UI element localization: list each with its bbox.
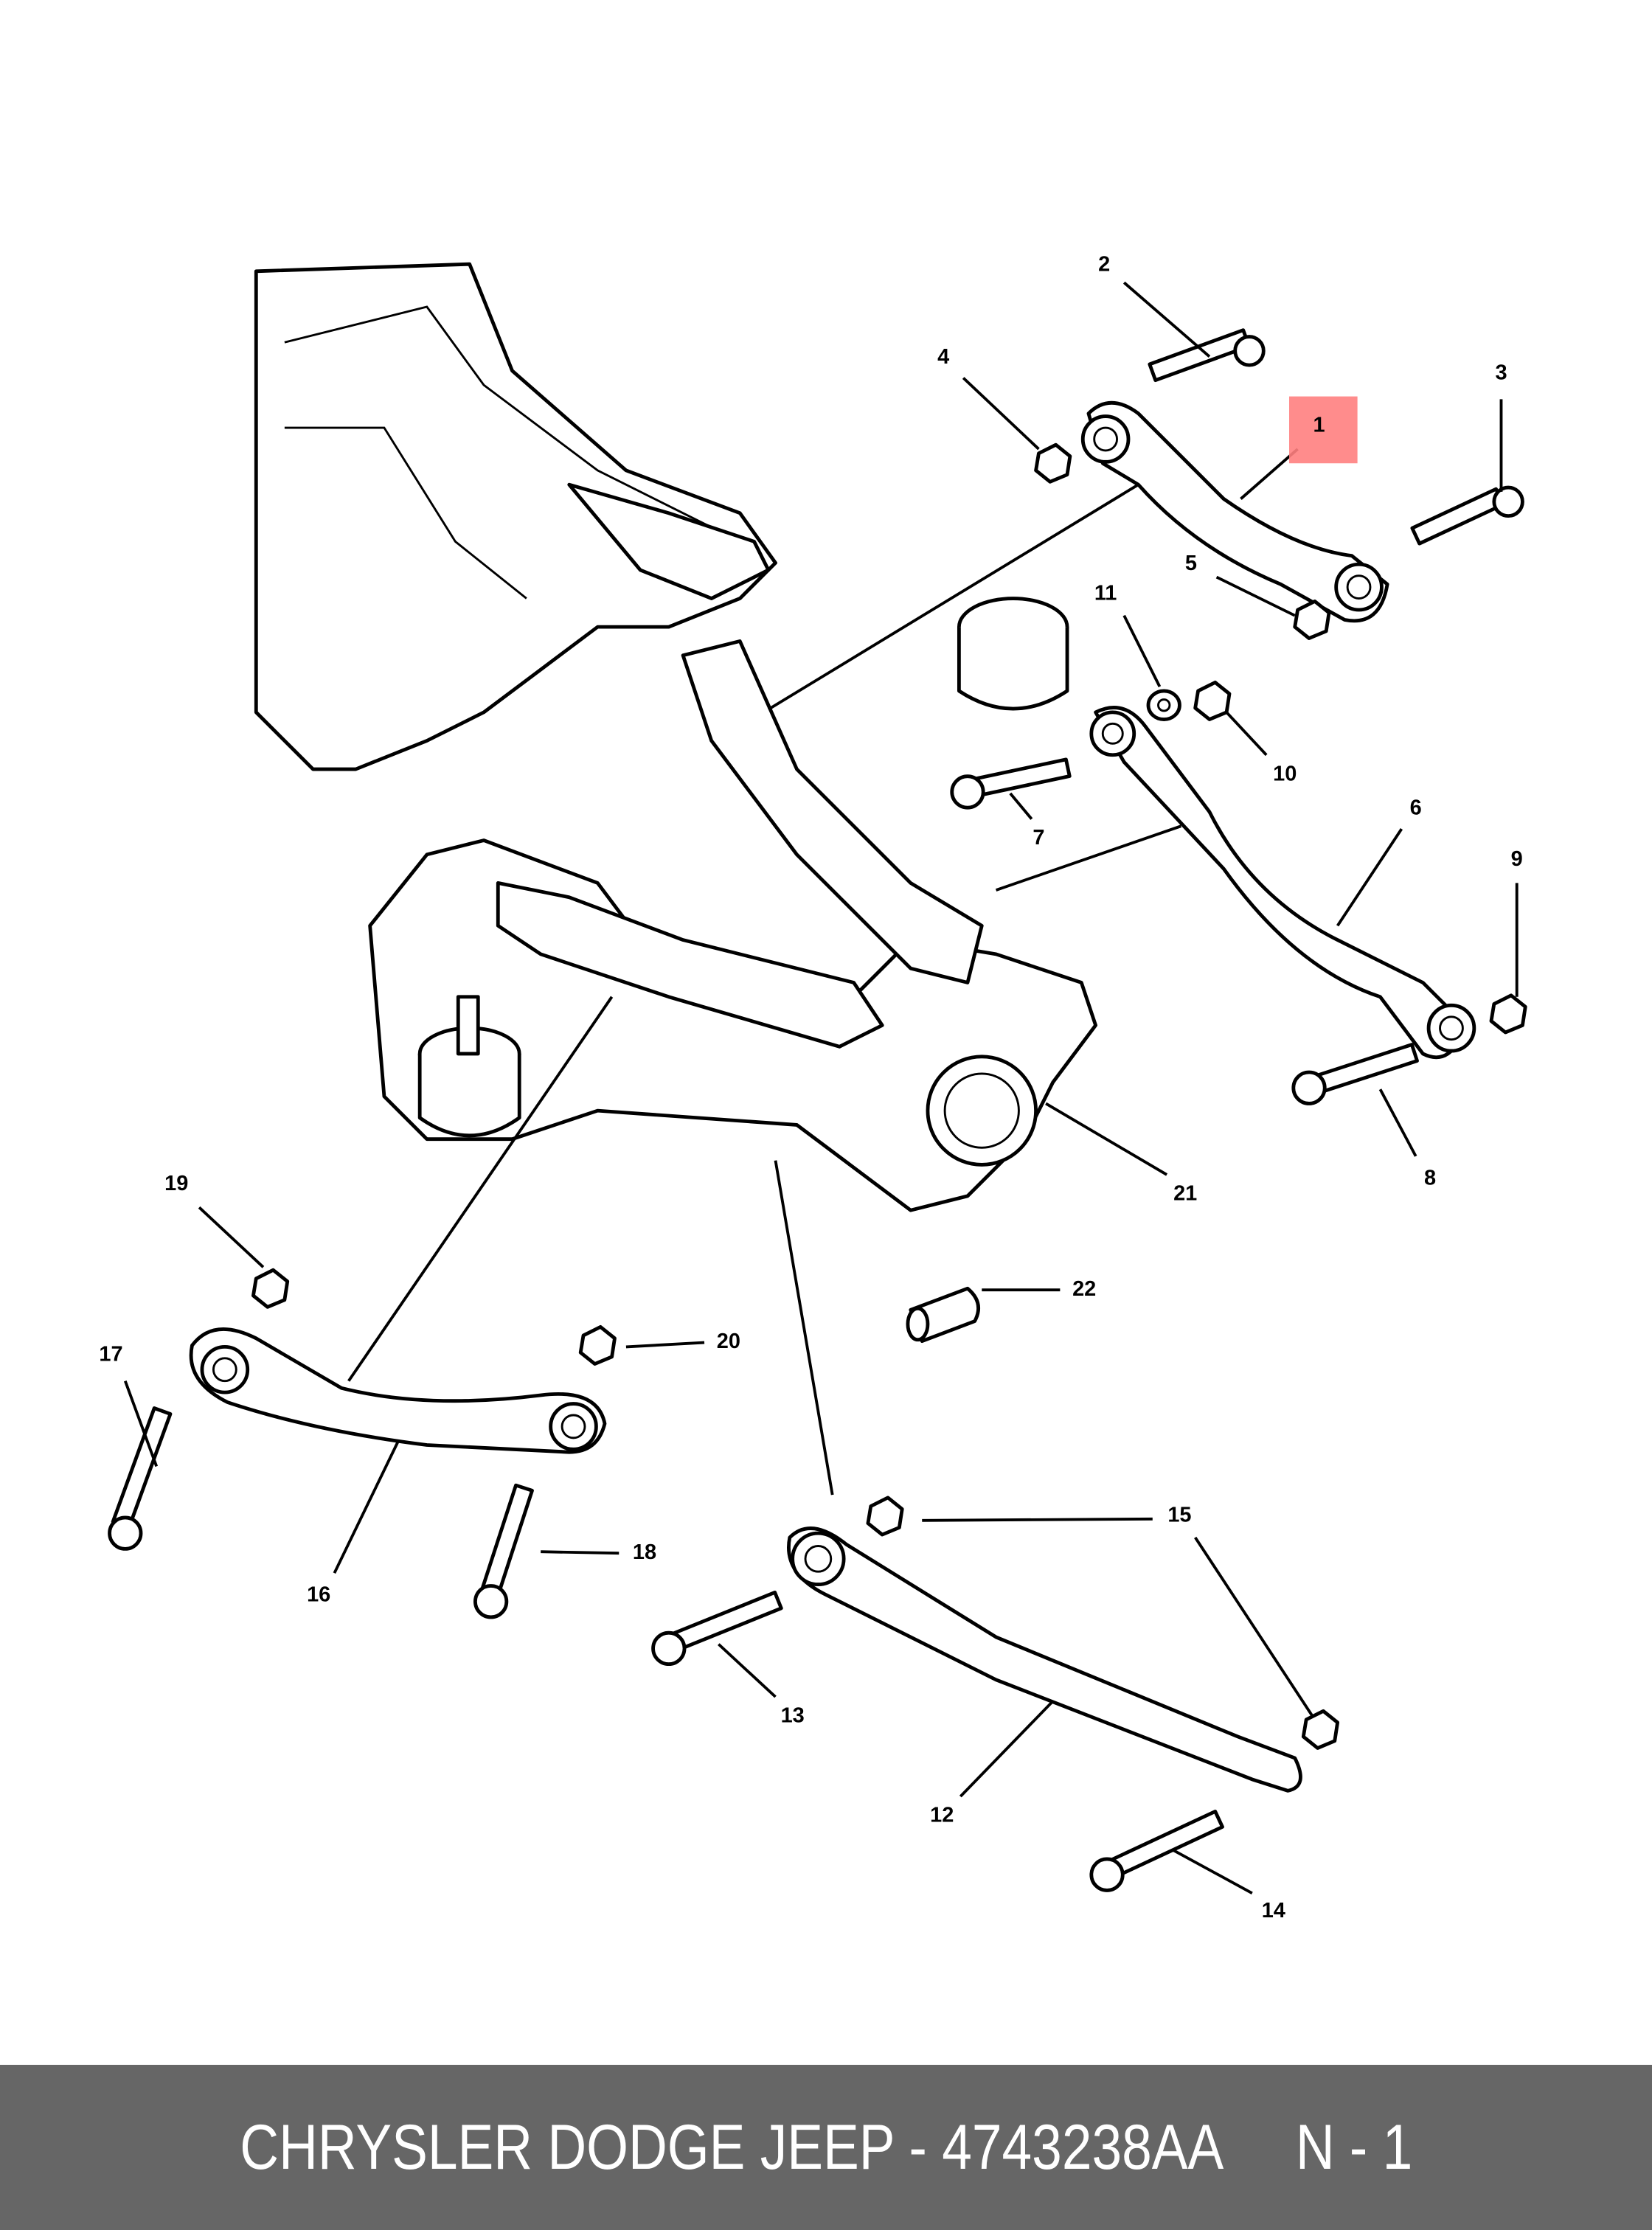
callout-1[interactable]: 1 [1313,414,1325,437]
nut-19 [251,1268,290,1309]
bushing-22[interactable] [906,1286,980,1344]
nut-9 [1489,993,1527,1035]
nut-15a [866,1496,904,1537]
part-number: 4743238AA [941,2111,1221,2183]
callout-22[interactable]: 22 [1072,1277,1096,1301]
callout-19[interactable]: 19 [164,1172,188,1195]
nut-20 [578,1324,617,1366]
fasteners [108,328,1527,1892]
callout-8[interactable]: 8 [1424,1166,1436,1189]
brand-text: CHRYSLER DODGE JEEP [240,2111,894,2183]
footer-caption: CHRYSLER DODGE JEEP - 4743238AA N - 1 [240,2111,1412,2184]
footer-bar: CHRYSLER DODGE JEEP - 4743238AA N - 1 [0,2065,1652,2230]
bolt-14 [1089,1809,1224,1892]
callout-20[interactable]: 20 [717,1330,740,1353]
trailing-link-12[interactable] [787,1526,1302,1793]
rear-suspension-diagram: 1 2 3 4 5 6 7 8 9 10 11 12 13 14 15 16 1… [99,253,1527,1922]
callout-17[interactable]: 17 [99,1343,122,1366]
callout-11[interactable]: 11 [1094,581,1117,605]
bolt-7 [950,757,1072,810]
washer-11 [1146,689,1181,721]
nut-15b [1301,1709,1340,1750]
bolt-3 [1410,485,1524,546]
callout-21[interactable]: 21 [1173,1182,1197,1206]
callout-15[interactable]: 15 [1167,1504,1191,1527]
callout-14[interactable]: 14 [1262,1899,1285,1922]
bolt-2 [1148,328,1266,383]
callout-10[interactable]: 10 [1273,762,1297,785]
callout-2[interactable]: 2 [1098,253,1110,277]
highlight-box [1289,396,1358,464]
callout-12[interactable]: 12 [930,1804,954,1827]
callout-5[interactable]: 5 [1185,552,1197,575]
bolt-17 [108,1406,173,1551]
callout-13[interactable]: 13 [781,1704,805,1728]
separator: - [893,2111,942,2183]
callout-4[interactable]: 4 [937,345,949,369]
bolt-8 [1291,1043,1419,1105]
control-arm-6[interactable] [1089,706,1476,1059]
page-number: N - 1 [1295,2111,1412,2183]
bolt-18 [473,1483,534,1619]
control-arm-16[interactable] [189,1327,607,1454]
callout-16[interactable]: 16 [307,1583,330,1607]
nut-4 [1034,442,1072,484]
callout-labels: 1 2 3 4 5 6 7 8 9 10 11 12 13 14 15 16 1… [99,253,1522,1922]
subframe-drawing [254,262,1098,1212]
callout-18[interactable]: 18 [633,1540,656,1564]
spacer [1221,2112,1296,2183]
nut-5 [1293,599,1331,640]
callout-7[interactable]: 7 [1032,826,1044,850]
upper-control-arm-1[interactable] [1080,400,1389,623]
callout-3[interactable]: 3 [1495,361,1507,384]
callout-6[interactable]: 6 [1410,796,1422,820]
callout-9[interactable]: 9 [1511,847,1523,871]
leader-lines [123,281,1519,1894]
nut-10 [1193,680,1232,721]
bolt-13 [651,1590,783,1667]
